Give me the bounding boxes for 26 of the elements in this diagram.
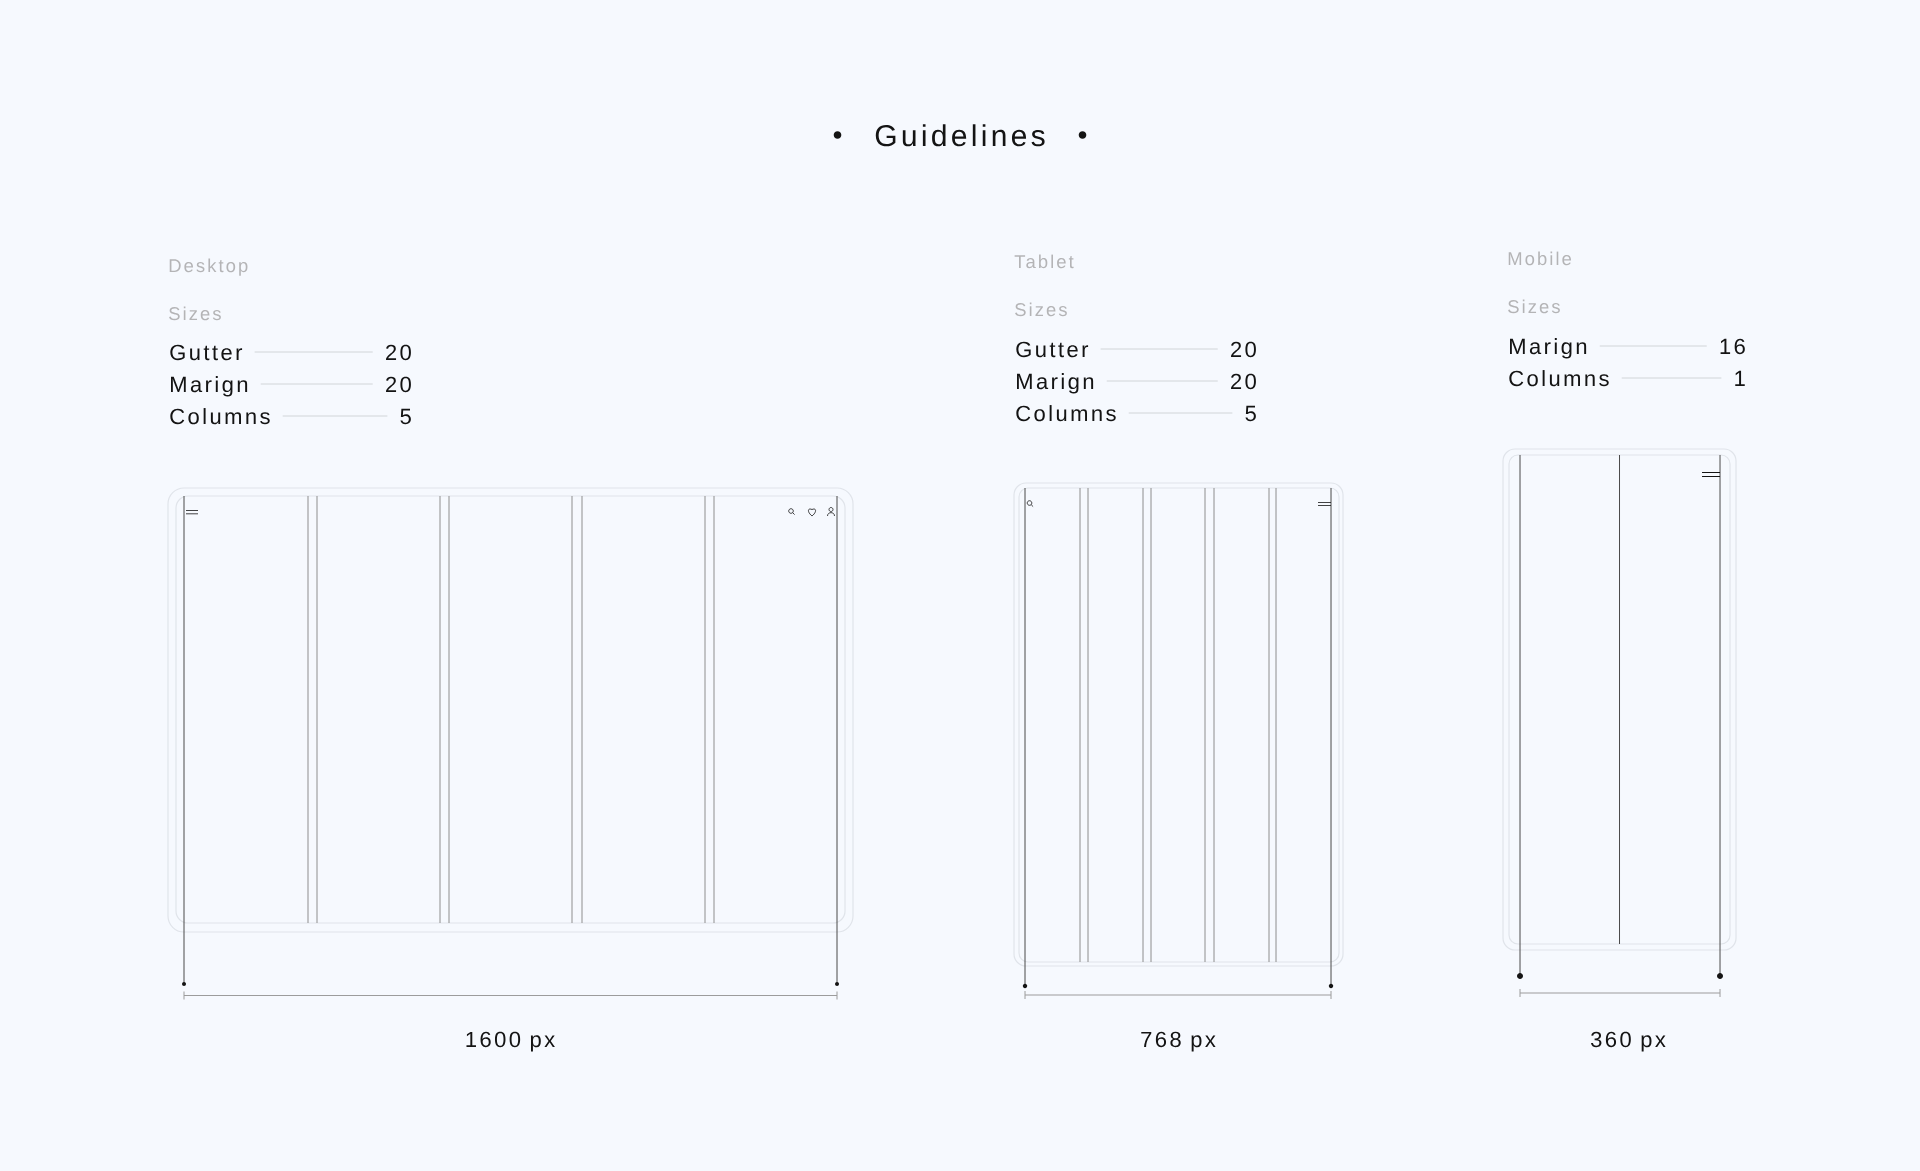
spec-name: Marign (1510, 338, 1587, 359)
subheading: Sizes (1508, 299, 1560, 314)
spec-name: Gutter (170, 344, 243, 361)
spec-name: Gutter (1016, 341, 1089, 358)
subheading: Sizes (1015, 302, 1067, 317)
dimension-label: 360 px (1591, 1031, 1666, 1052)
section-heading: Tablet (1014, 254, 1074, 269)
spec-value: 20 (1231, 341, 1256, 358)
dimension-label: 768 px (1141, 1031, 1216, 1052)
section-heading: Desktop (169, 258, 248, 276)
spec-value: 20 (1231, 373, 1256, 390)
section-heading: Mobile (1508, 251, 1572, 266)
spec-name: Marign (171, 376, 248, 397)
spec-name: Columns (170, 408, 270, 425)
subheading: Sizes (169, 306, 221, 321)
dimension-label: 1600 px (466, 1031, 555, 1052)
spec-value: 1 (1735, 370, 1745, 386)
spec-value: 20 (386, 344, 411, 361)
spec-value: 5 (400, 408, 411, 425)
spec-name: Marign (1017, 373, 1094, 394)
spec-value: 5 (1245, 405, 1256, 422)
spec-value: 20 (386, 376, 411, 393)
title: Guidelines (875, 124, 1045, 147)
spec-name: Columns (1509, 370, 1609, 387)
spec-value: 16 (1720, 338, 1745, 355)
spec-name: Columns (1016, 405, 1116, 422)
